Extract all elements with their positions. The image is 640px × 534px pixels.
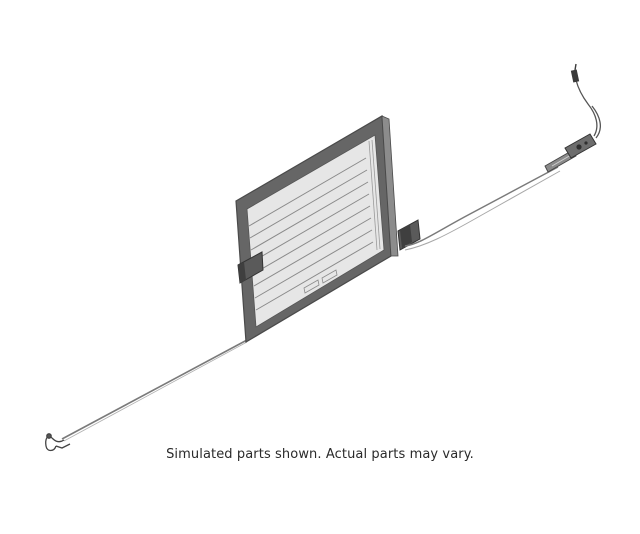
top-wire bbox=[575, 79, 602, 139]
window-panel bbox=[235, 114, 399, 344]
left-plug-icon bbox=[45, 433, 71, 452]
sensor-module-icon bbox=[564, 133, 597, 159]
left-clip-icon bbox=[237, 251, 264, 284]
left-cable bbox=[61, 339, 248, 442]
inline-connector-icon bbox=[544, 149, 577, 173]
top-plug-icon bbox=[570, 63, 580, 83]
disclaimer-caption: Simulated parts shown. Actual parts may … bbox=[166, 447, 474, 462]
right-clip-icon bbox=[397, 219, 421, 251]
right-cable bbox=[404, 166, 561, 251]
